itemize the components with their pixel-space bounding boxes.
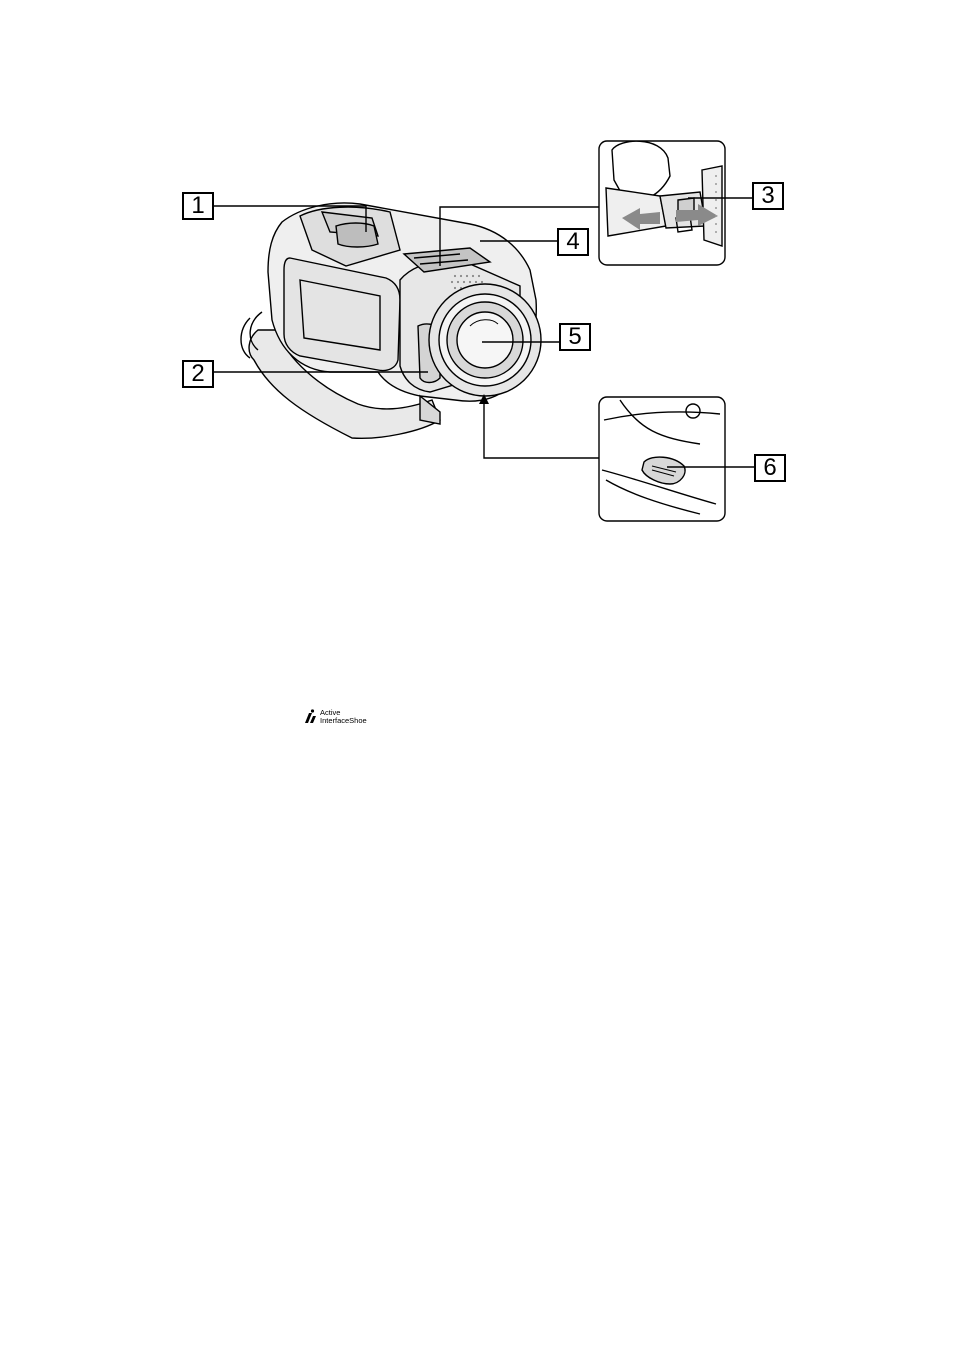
active-interface-shoe-logo: Active InterfaceShoe bbox=[303, 709, 367, 725]
lens bbox=[429, 284, 541, 396]
callout-6: 6 bbox=[754, 454, 786, 482]
logo-text: Active InterfaceShoe bbox=[320, 709, 367, 725]
camcorder-illustration bbox=[241, 203, 541, 438]
interface-shoe-icon bbox=[303, 709, 317, 725]
logo-line-2: InterfaceShoe bbox=[320, 717, 367, 725]
leader-lens-link bbox=[484, 402, 599, 458]
callout-1: 1 bbox=[182, 192, 214, 220]
zoom-lever bbox=[336, 223, 378, 247]
inset-lens-switch bbox=[599, 397, 725, 521]
callout-5: 5 bbox=[559, 323, 591, 351]
callout-3: 3 bbox=[752, 182, 784, 210]
camcorder-figure bbox=[0, 0, 954, 540]
callout-4: 4 bbox=[557, 228, 589, 256]
inset-shoe-cover bbox=[599, 141, 725, 265]
callout-2: 2 bbox=[182, 360, 214, 388]
